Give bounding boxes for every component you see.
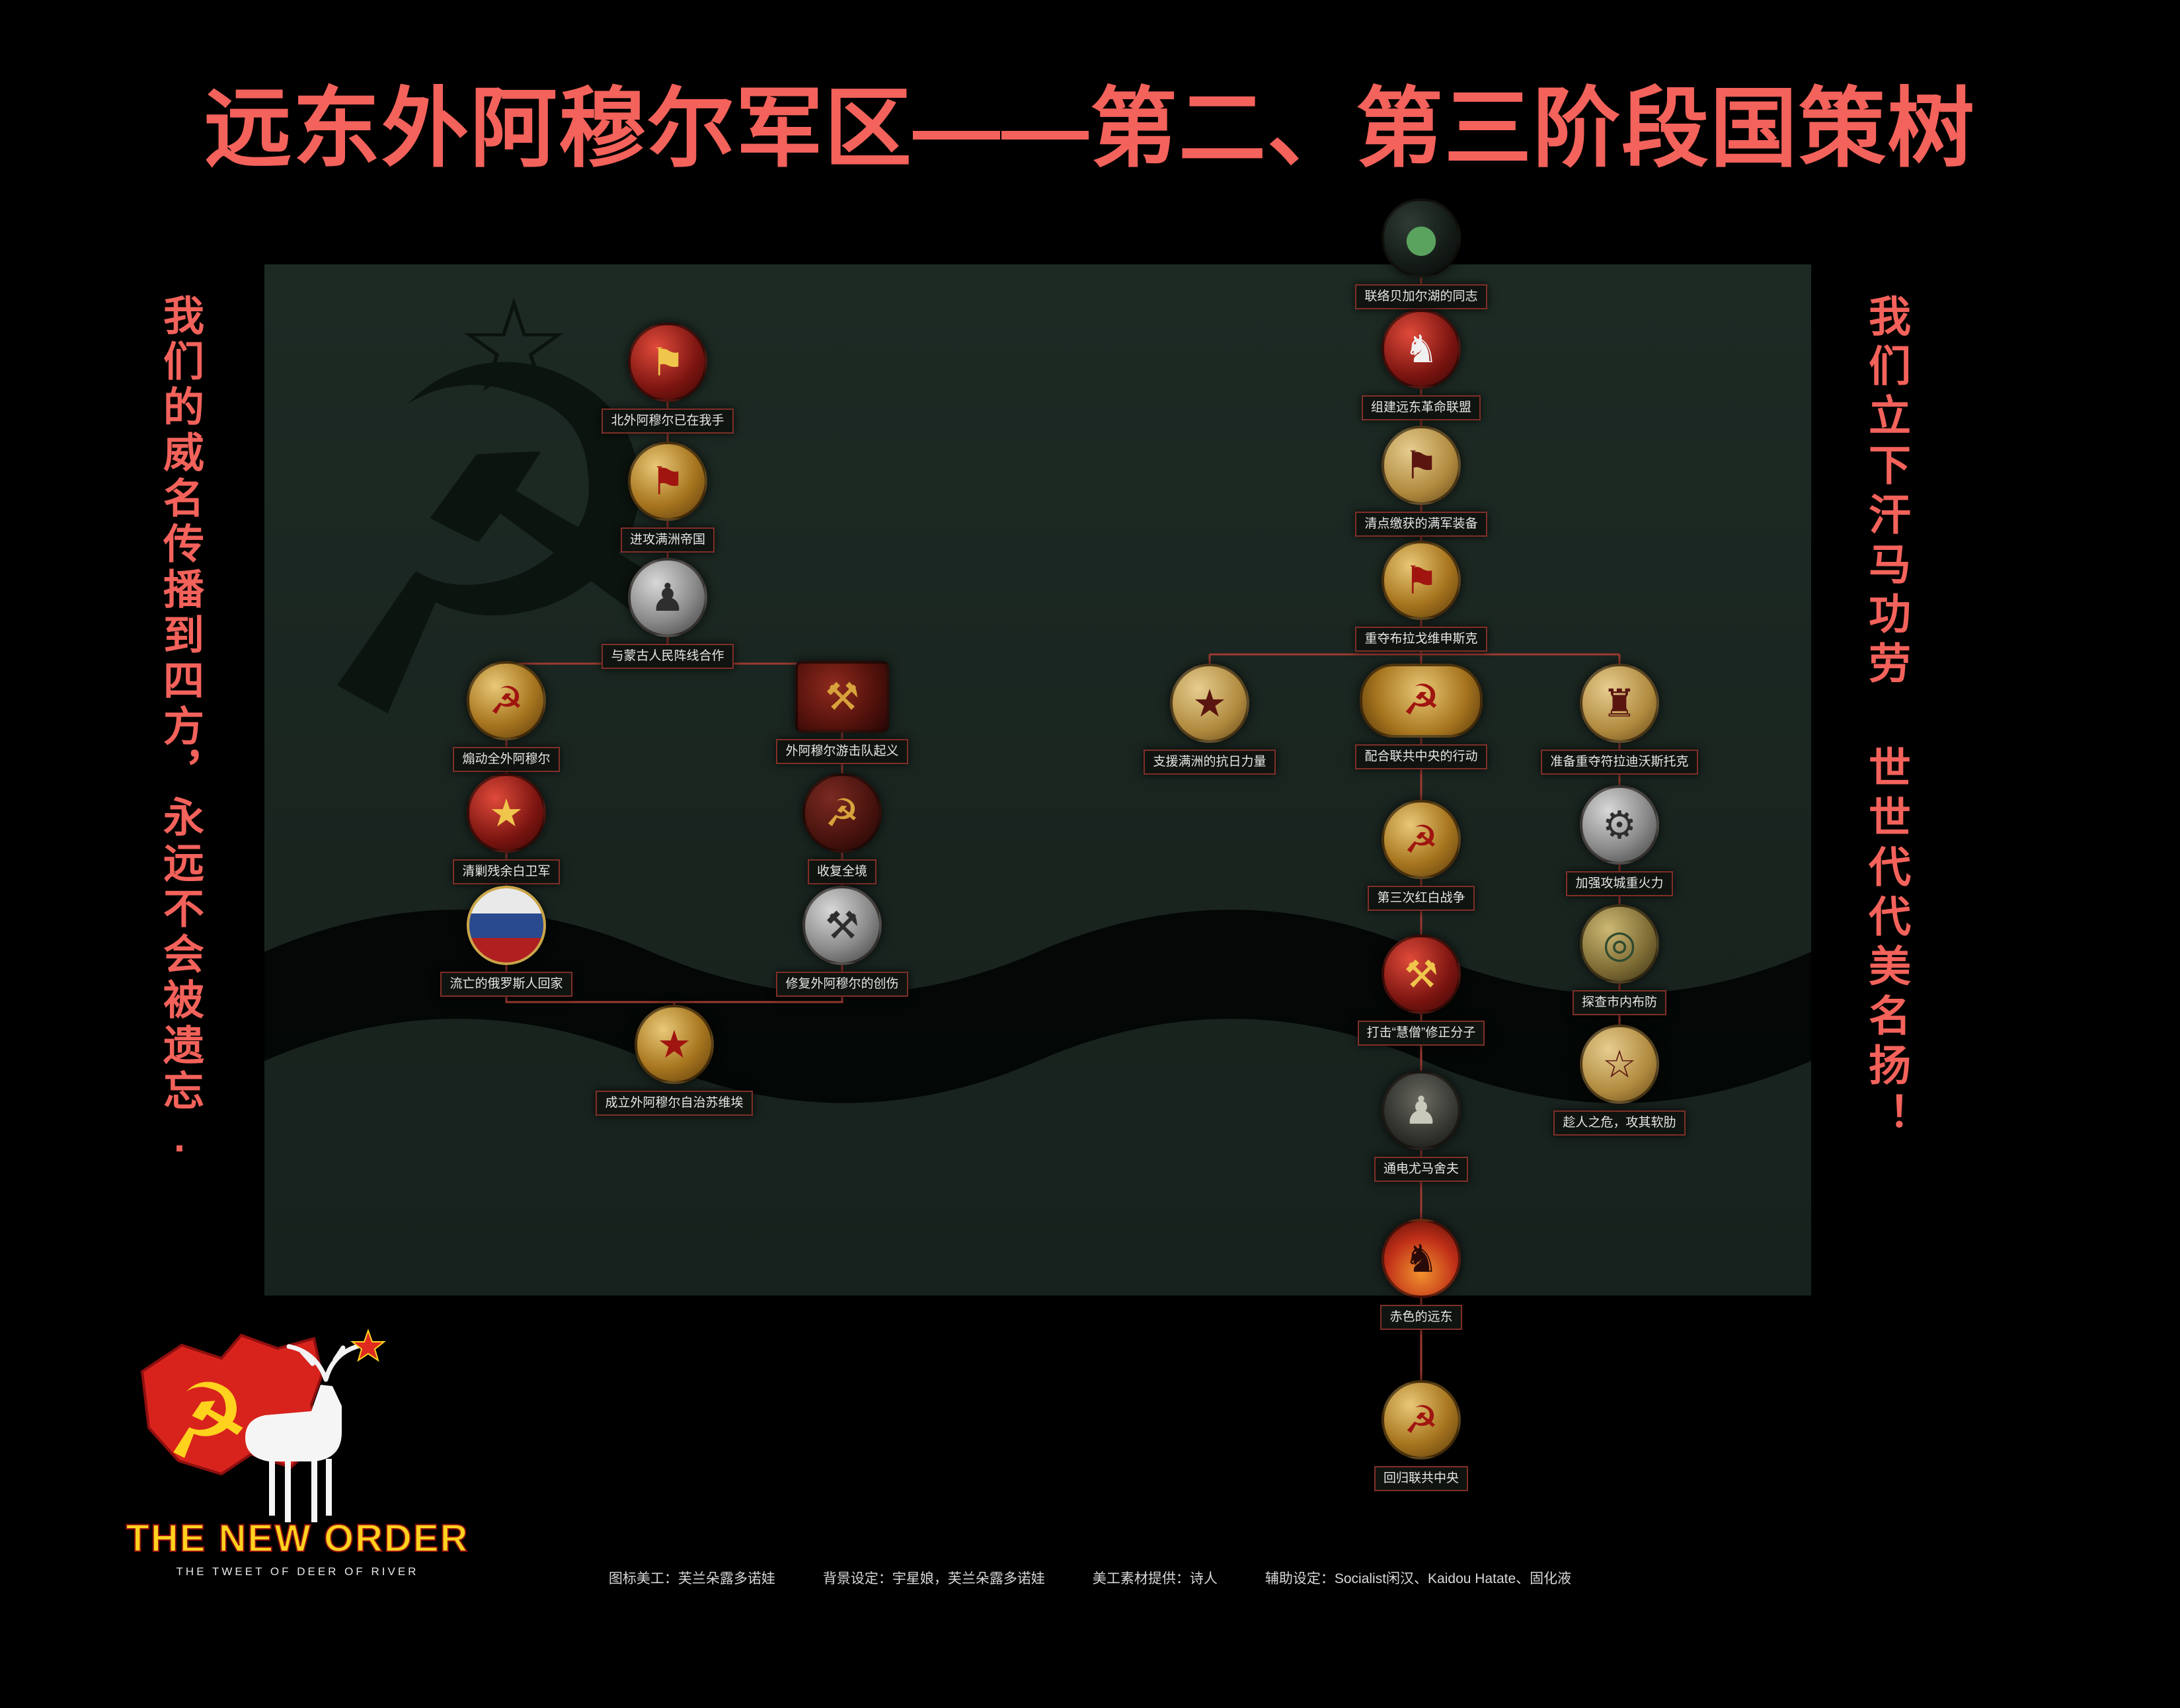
credit-item: 背景设定：宇星娘，芙兰朵露多诺娃 [822,1571,1045,1586]
focus-label: 煽动全外阿穆尔 [453,747,560,772]
focus-node[interactable]: ☭ 回归联共中央 [1322,1380,1520,1491]
focus-label: 组建远东革命联盟 [1361,395,1481,420]
focus-label: 第三次红白战争 [1368,886,1475,911]
focus-node[interactable]: ⚑ 重夺布拉戈维申斯克 [1322,541,1520,652]
logo-subtitle: THE TWEET OF DEER OF RIVER [176,1565,419,1578]
dark-red-medal-icon[interactable]: ☭ [802,773,882,853]
focus-label: 流亡的俄罗斯人回家 [440,972,572,997]
city-reclaim-wreath-icon[interactable]: ⚑ [1382,541,1461,620]
right-slogan: 我们立下汗马功劳 世世代代美名扬！ [1863,294,1910,1142]
focus-node[interactable]: ♞ 组建远东革命联盟 [1322,309,1520,420]
left-slogan: 我们的威名传播到四方，永远不会被遗忘. [157,294,202,1165]
focus-node[interactable]: ☭ 配合联共中央的行动 [1322,664,1520,769]
focus-label: 赤色的远东 [1380,1305,1462,1330]
focus-node[interactable]: ⚑ 进攻满洲帝国 [568,442,767,553]
gold-wreath-flags-icon[interactable]: ⚑ [628,442,707,521]
credit-item: 图标美工：芙兰朵露多诺娃 [608,1571,775,1586]
focus-label: 配合联共中央的行动 [1355,744,1487,769]
silver-portrait-icon[interactable]: ♟ [628,558,707,637]
city-recon-icon[interactable]: ◎ [1580,904,1659,984]
logo-hammer-sickle-icon: ☭ [153,1358,257,1484]
focus-label: 通电尤马舍夫 [1374,1157,1468,1182]
gold-wreath-dark-icon[interactable]: ☆ [1580,1025,1659,1104]
focus-node[interactable]: ⚒ 外阿穆尔游击队起义 [743,661,941,764]
winged-gold-emblem-icon[interactable]: ☭ [1360,664,1483,738]
uprising-painting-icon[interactable]: ⚒ [795,661,889,732]
white-horse-banner-icon[interactable]: ♞ [1382,309,1461,389]
deer-icon [245,1342,364,1522]
focus-node[interactable]: ☭ 收复全境 [743,773,941,884]
focus-label: 收复全境 [807,859,876,884]
focus-label: 修复外阿穆尔的创伤 [776,972,908,997]
anti-japan-shield-icon[interactable]: ★ [1170,664,1249,743]
focus-label: 外阿穆尔游击队起义 [776,739,908,764]
focus-node[interactable]: ☭ 煽动全外阿穆尔 [407,661,605,772]
focus-label: 准备重夺符拉迪沃斯托克 [1541,750,1698,775]
focus-node[interactable]: ⚒ 修复外阿穆尔的创伤 [743,886,941,997]
focus-node[interactable]: ☭ 第三次红白战争 [1322,800,1520,911]
focus-label: 探查市内布防 [1572,990,1666,1015]
red-star-icon [350,1328,386,1362]
focus-label: 支援满洲的抗日力量 [1144,750,1276,775]
focus-node[interactable]: ⚑ 北外阿穆尔已在我手 [568,323,767,434]
yumashev-portrait-icon[interactable]: ♟ [1382,1071,1461,1150]
red-banner-icon[interactable]: ☭ [467,661,546,740]
credits: 图标美工：芙兰朵露多诺娃 背景设定：宇星娘，芙兰朵露多诺娃 美工素材提供：诗人 … [0,1568,2180,1588]
credit-item: 美工素材提供：诗人 [1092,1571,1218,1586]
russian-tricolor-shield-icon[interactable] [467,886,546,965]
focus-node[interactable]: ♜ 准备重夺符拉迪沃斯托克 [1520,664,1719,775]
tank-medal-icon[interactable]: ♜ [1580,664,1659,743]
focus-node[interactable]: ⚙ 加强攻城重火力 [1520,785,1719,896]
red-cavalry-flames-icon[interactable]: ♞ [1382,1219,1461,1298]
focus-node[interactable]: ★ 清剿残余白卫军 [407,773,605,884]
page-title: 远东外阿穆尔军区——第二、第三阶段国策树 [204,80,1976,177]
credit-item: 辅助设定：Socialist闲汉、Kaidou Hatate、固化液 [1265,1571,1572,1586]
focus-node[interactable]: ⚒ 打击“慧僧”修正分子 [1322,935,1520,1046]
red-white-war-emblem-icon[interactable]: ☭ [1382,800,1461,879]
focus-label: 清剿残余白卫军 [453,859,560,884]
logo-title: THE NEW ORDER [126,1517,469,1560]
siege-artillery-icon[interactable]: ⚙ [1580,785,1659,865]
focus-label: 加强攻城重火力 [1566,871,1673,896]
focus-node[interactable]: ♟ 与蒙古人民阵线合作 [568,558,767,669]
focus-label: 清点缴获的满军装备 [1355,512,1487,537]
ussr-gold-shield-icon[interactable]: ☭ [1382,1380,1461,1459]
focus-node[interactable]: ● 联络贝加尔湖的同志 [1322,198,1520,309]
crossed-red-flags-icon[interactable]: ⚑ [628,323,707,402]
star-watermark: ☆ [456,271,572,421]
focus-label: 成立外阿穆尔自治苏维埃 [596,1091,753,1116]
soviet-star-wreath-icon[interactable]: ★ [635,1005,714,1084]
focus-label: 进攻满洲帝国 [620,527,715,553]
baikal-lake-map-icon[interactable]: ● [1382,198,1461,278]
tno-logo: ☭ THE NEW ORDER THE TWEET OF DEER OF RIV… [122,1319,479,1590]
silver-bear-icon[interactable]: ⚒ [802,886,882,965]
captured-equipment-icon[interactable]: ⚑ [1382,426,1461,505]
red-badge-icon[interactable]: ★ [467,773,546,853]
focus-label: 北外阿穆尔已在我手 [602,408,734,434]
focus-node[interactable]: ⚑ 清点缴获的满军装备 [1322,426,1520,537]
focus-label: 与蒙古人民阵线合作 [602,644,734,669]
focus-node[interactable]: ★ 支援满洲的抗日力量 [1110,664,1309,775]
focus-label: 联络贝加尔湖的同志 [1355,284,1487,309]
focus-node[interactable]: ◎ 探查市内布防 [1520,904,1719,1015]
focus-node[interactable]: ★ 成立外阿穆尔自治苏维埃 [575,1005,773,1116]
focus-node[interactable]: ♞ 赤色的远东 [1322,1219,1520,1330]
focus-label: 重夺布拉戈维申斯克 [1355,627,1487,652]
focus-node[interactable]: 流亡的俄罗斯人回家 [407,886,605,997]
crossed-hammers-icon[interactable]: ⚒ [1382,935,1461,1014]
focus-node[interactable]: ☆ 趁人之危，攻其软肋 [1520,1025,1719,1136]
focus-label: 趁人之危，攻其软肋 [1553,1110,1686,1136]
focus-label: 回归联共中央 [1374,1466,1468,1491]
focus-node[interactable]: ♟ 通电尤马舍夫 [1322,1071,1520,1182]
focus-label: 打击“慧僧”修正分子 [1357,1021,1485,1046]
